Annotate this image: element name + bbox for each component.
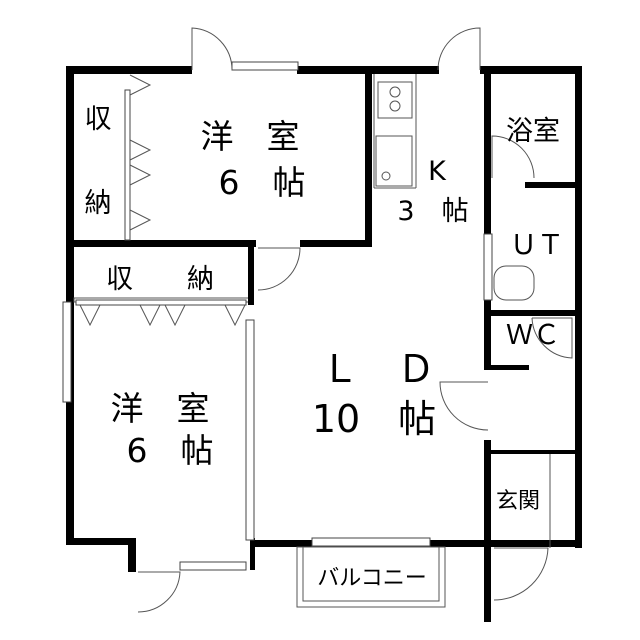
kitchen-name: K bbox=[428, 156, 447, 187]
kitchen-size: 3 帖 bbox=[397, 196, 468, 227]
closet-middle-label: 収 納 bbox=[106, 264, 214, 295]
closet-left-label-2: 納 bbox=[85, 188, 112, 219]
living-dining-name: Ｌ Ｄ bbox=[321, 347, 435, 391]
western-room-top-size: 6 帖 bbox=[219, 163, 306, 202]
western-room-bottom-name: 洋 室 bbox=[111, 389, 210, 428]
fixtures bbox=[62, 27, 573, 613]
western-room-top-name: 洋 室 bbox=[201, 117, 300, 156]
living-dining-size: 10 帖 bbox=[312, 397, 436, 441]
western-room-bottom-size: 6 帖 bbox=[127, 431, 214, 470]
bathroom-label: 浴室 bbox=[506, 116, 560, 147]
toilet-label: ＷＣ bbox=[506, 320, 560, 351]
balcony-label: バルコニー bbox=[317, 566, 427, 591]
utility-label: ＵＴ bbox=[510, 230, 564, 261]
closet-left-label-1: 収 bbox=[85, 104, 112, 135]
entrance-label: 玄関 bbox=[496, 489, 540, 514]
room-labels: 収 納 洋 室 6 帖 K 3 帖 浴室 ＵＴ 収 納 ＷＣ Ｌ Ｄ 10 帖 … bbox=[85, 104, 565, 591]
